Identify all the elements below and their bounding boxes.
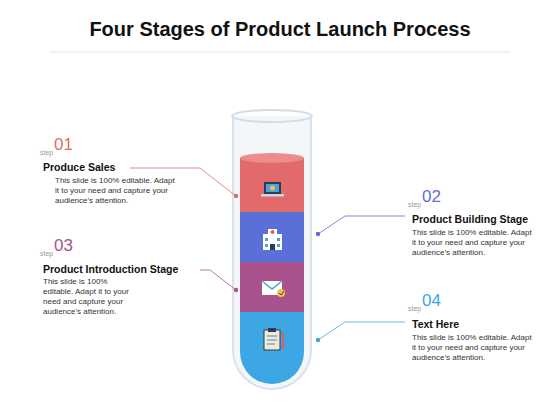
leader-lines xyxy=(130,168,405,340)
step-word: step xyxy=(40,149,53,156)
step-word: step xyxy=(40,250,53,257)
stage-heading: Product Building Stage xyxy=(412,213,528,225)
band-blue xyxy=(240,212,304,262)
hospital-icon xyxy=(263,229,282,250)
stage-heading: Produce Sales xyxy=(43,161,115,173)
callout-number: 01 xyxy=(54,135,73,155)
stage-body: This slide is 100% editable. Adapt it to… xyxy=(43,277,138,317)
step-word: step xyxy=(408,201,421,208)
callout-number: 04 xyxy=(422,291,441,311)
callout-number: 03 xyxy=(54,236,73,256)
test-tube xyxy=(233,116,311,389)
step-word: step xyxy=(408,305,421,312)
band-purple xyxy=(240,262,304,312)
stage-heading: Product Introduction Stage xyxy=(43,263,178,275)
band-cyan xyxy=(240,312,304,384)
slide-title: Four Stages of Product Launch Process xyxy=(0,18,560,41)
envelope-icon xyxy=(262,281,285,297)
stage-heading: Text Here xyxy=(412,318,459,330)
clipboard-icon xyxy=(264,328,283,350)
leader-dot xyxy=(234,194,238,198)
tube-rim xyxy=(232,110,312,122)
leader-dot xyxy=(316,338,320,342)
leader-dot xyxy=(316,232,320,236)
band-red xyxy=(240,158,304,212)
stage-body: This slide is 100% editable. Adapt it to… xyxy=(412,333,537,363)
title-rule xyxy=(50,52,510,53)
band-top xyxy=(240,153,304,163)
stage-body: This slide is 100% editable. Adapt it to… xyxy=(412,228,537,258)
leader-dot xyxy=(234,288,238,292)
laptop-icon xyxy=(261,182,284,197)
callout-number: 02 xyxy=(422,187,441,207)
stage-body: This slide is 100% editable. Adapt it to… xyxy=(55,176,180,206)
